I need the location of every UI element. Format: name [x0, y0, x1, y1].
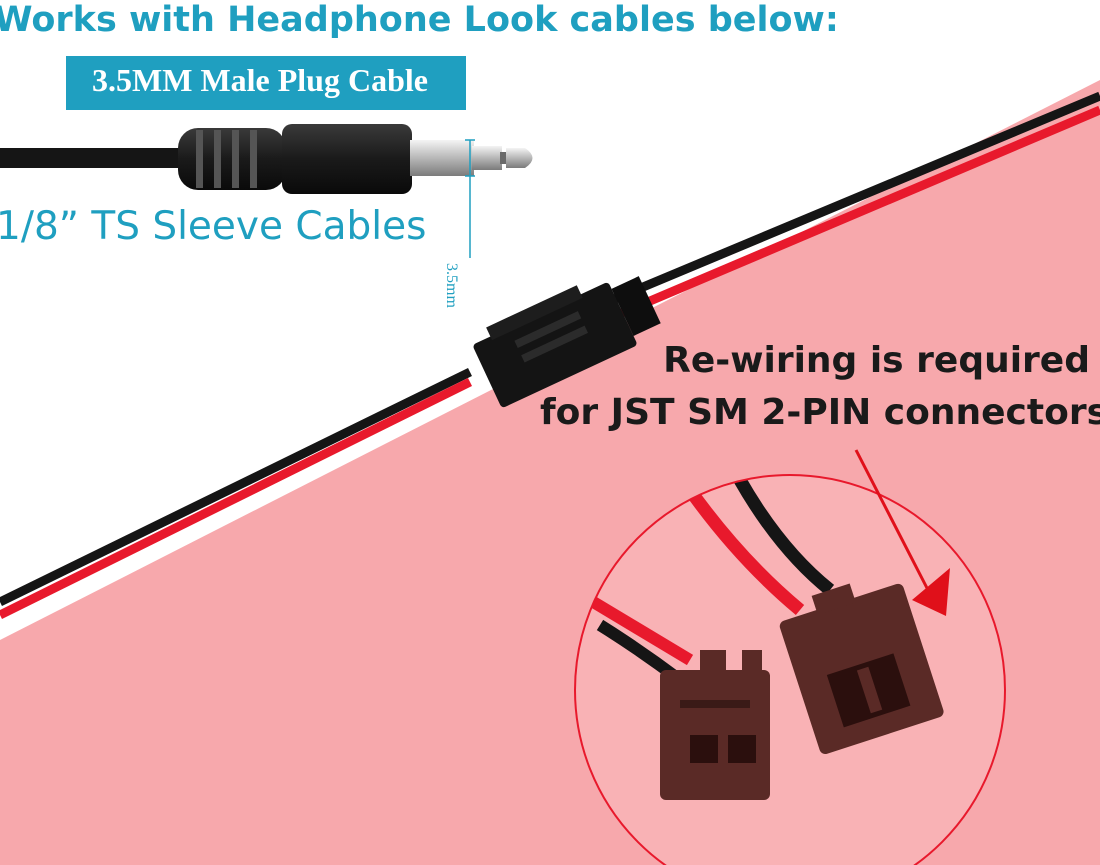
subtitle: 1/8” TS Sleeve Cables	[0, 204, 427, 249]
badge-label: 3.5MM Male Plug Cable	[92, 62, 428, 98]
headline: Works with Headphone Look cables below:	[0, 0, 839, 40]
dimension-marker	[465, 139, 475, 258]
right-connector-icon	[779, 583, 944, 755]
badge-background	[66, 56, 466, 110]
rewiring-note-line1: Re-wiring is required	[663, 340, 1090, 381]
rewiring-note-line2: for JST SM 2-PIN connectors	[540, 392, 1100, 433]
left-connector-icon	[660, 650, 770, 800]
zoom-circle	[574, 474, 1006, 865]
dimension-label: 3.5mm	[443, 263, 460, 308]
arrow-icon	[854, 449, 950, 616]
jst-connector-icon	[473, 276, 661, 408]
audio-jack-icon	[0, 124, 533, 194]
diagonal-wires	[0, 91, 1100, 620]
